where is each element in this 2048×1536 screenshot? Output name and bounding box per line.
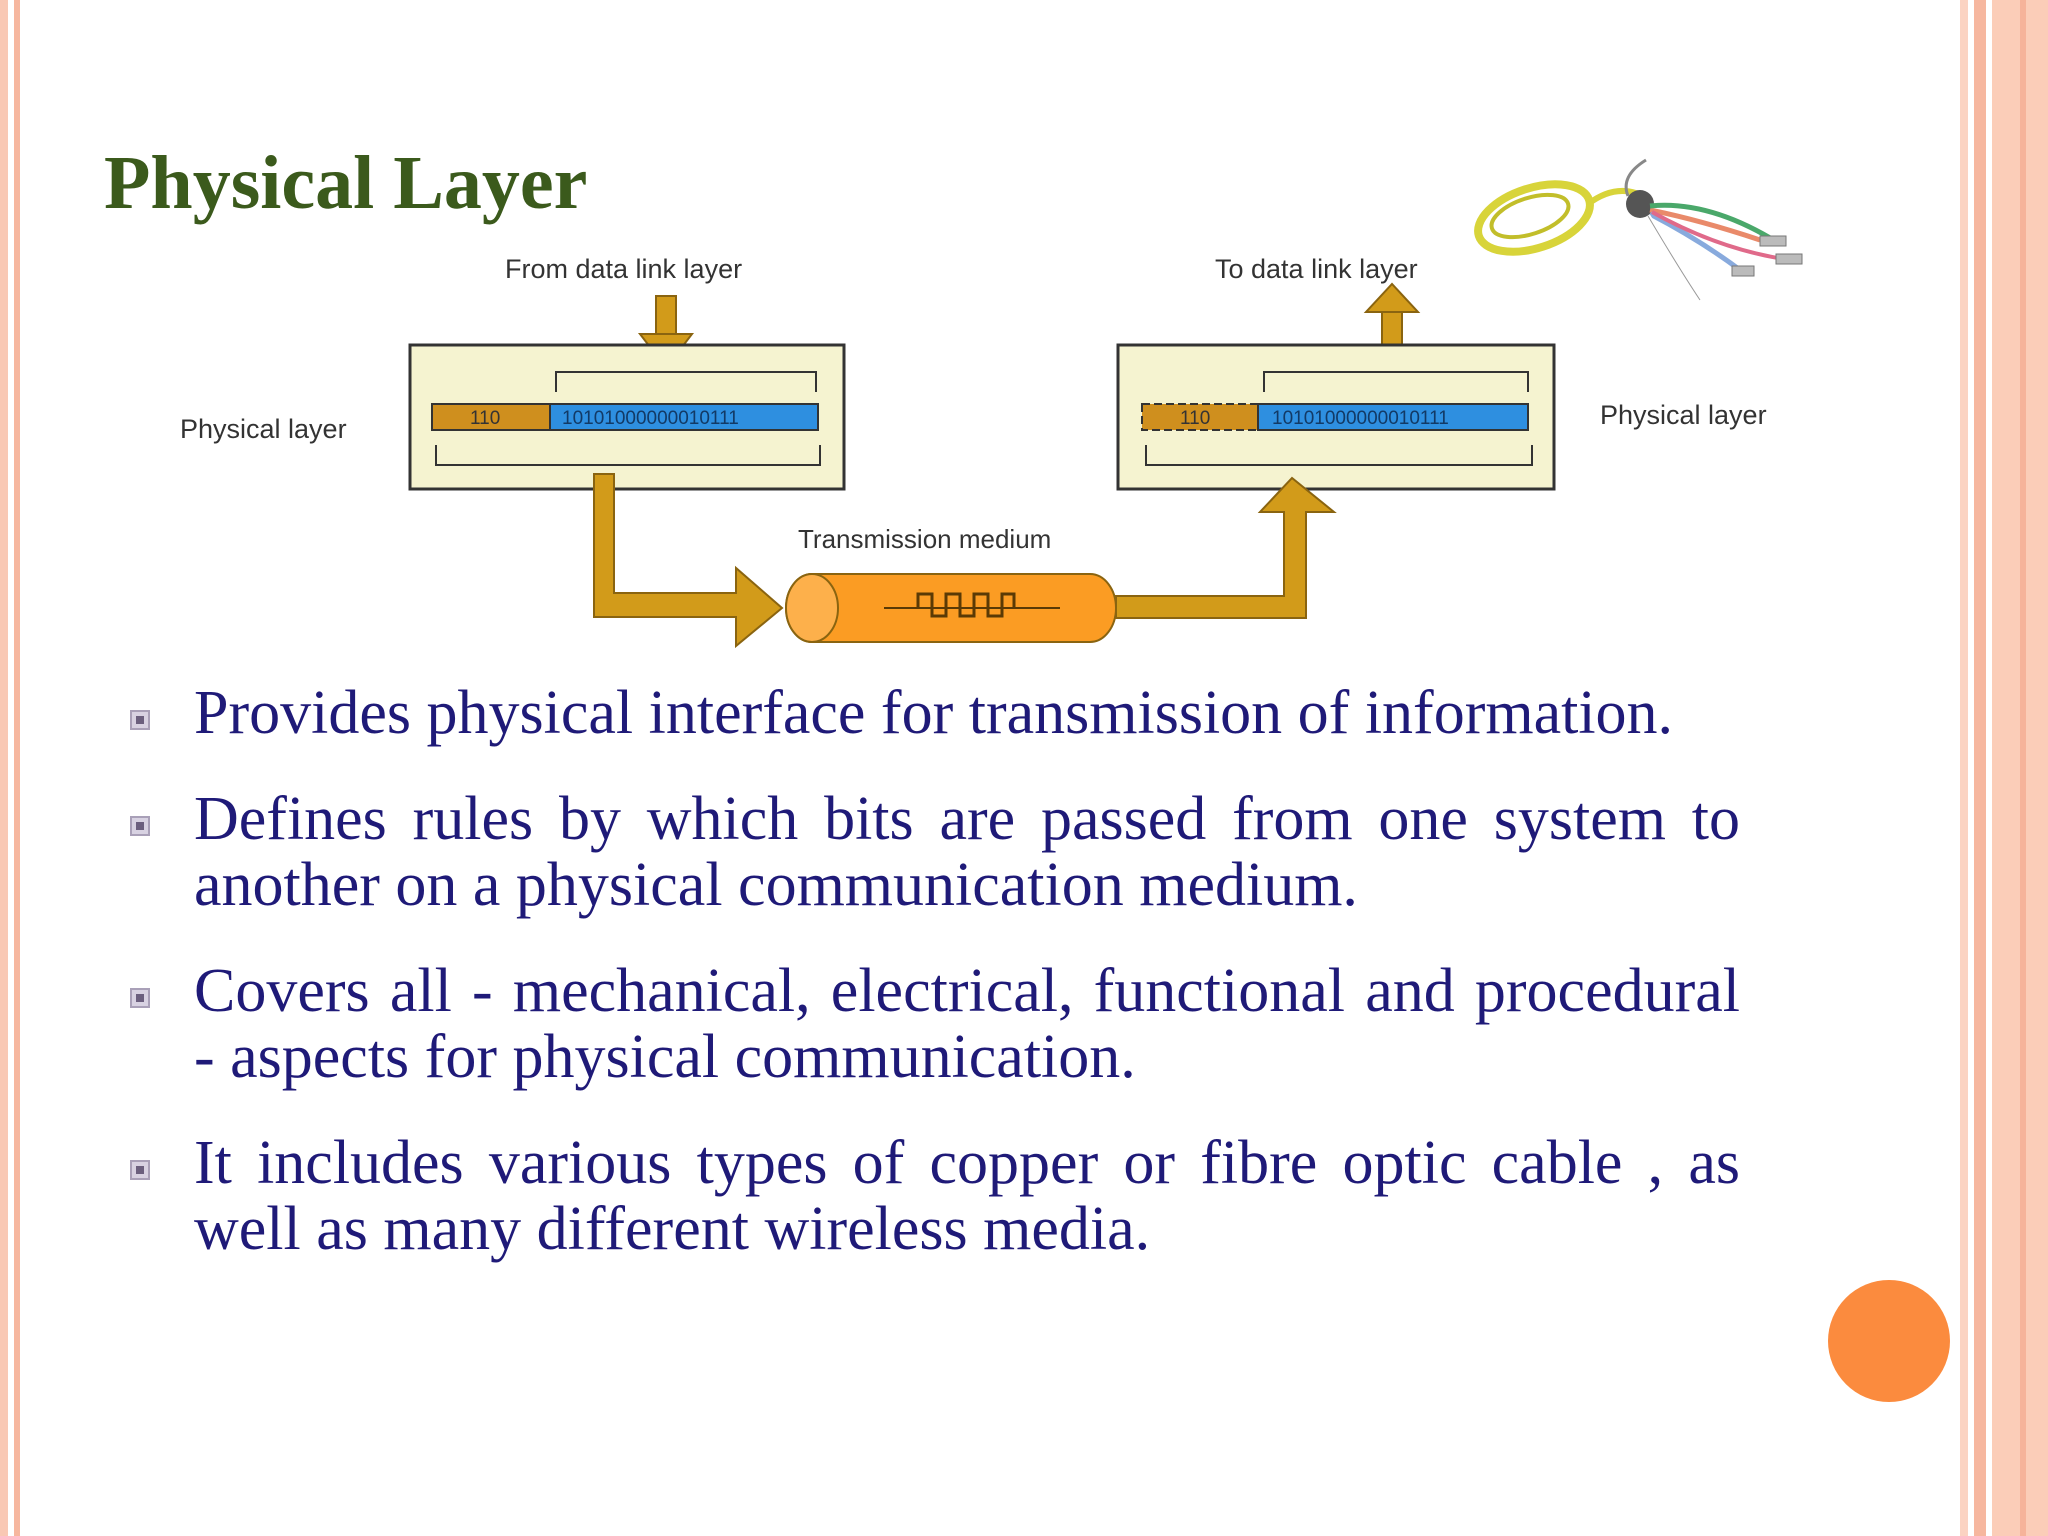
square-bullet-icon <box>130 710 150 730</box>
left-data-bits: 10101000000010111 <box>562 408 739 429</box>
bullet-item: Covers all - mechanical, electrical, fun… <box>120 958 1740 1090</box>
transmission-medium-label: Transmission medium <box>798 524 1051 554</box>
frame-stripe-left-outer <box>0 0 8 1536</box>
left-physical-layer-label: Physical layer <box>180 414 347 444</box>
frame-stripe-right-1 <box>1960 0 1968 1536</box>
decorative-orange-circle <box>1828 1280 1950 1402</box>
bullet-item: Defines rules by which bits are passed f… <box>120 786 1740 918</box>
frame-stripe-left-inner <box>14 0 20 1536</box>
from-data-link-label: From data link layer <box>505 254 742 284</box>
left-physical-layer-box: 110 10101000000010111 <box>408 343 846 491</box>
right-physical-layer-label: Physical layer <box>1600 400 1767 430</box>
right-physical-layer-box: 110 10101000000010111 <box>1116 343 1556 491</box>
square-bullet-icon <box>130 988 150 1008</box>
bullet-list: Provides physical interface for transmis… <box>120 680 1740 1302</box>
right-data-bits: 10101000000010111 <box>1272 408 1449 429</box>
frame-stripe-right-2 <box>1974 0 1986 1536</box>
transmission-medium-cylinder <box>785 573 1117 643</box>
right-header-bits: 110 <box>1180 408 1210 429</box>
bullet-item: It includes various types of copper or f… <box>120 1130 1740 1262</box>
cable-bundle-icon <box>1474 158 1803 302</box>
bullet-text: Defines rules by which bits are passed f… <box>194 785 1740 919</box>
bullet-text: Covers all - mechanical, electrical, fun… <box>194 957 1740 1091</box>
from-medium-arrow <box>1115 476 1337 619</box>
square-bullet-icon <box>130 816 150 836</box>
square-bullet-icon <box>130 1160 150 1180</box>
physical-layer-diagram: Physical Layer From data link layer To d… <box>104 141 1803 649</box>
bullet-text: Provides physical interface for transmis… <box>194 679 1674 747</box>
to-data-link-label: To data link layer <box>1215 254 1418 284</box>
slide-title: Physical Layer <box>104 141 587 225</box>
signal-wave-icon <box>916 592 1016 618</box>
left-header-bits: 110 <box>470 408 500 429</box>
bullet-item: Provides physical interface for transmis… <box>120 680 1740 746</box>
to-medium-arrow <box>593 473 784 649</box>
frame-stripe-right-4 <box>2020 0 2026 1536</box>
bullet-text: It includes various types of copper or f… <box>194 1129 1740 1263</box>
